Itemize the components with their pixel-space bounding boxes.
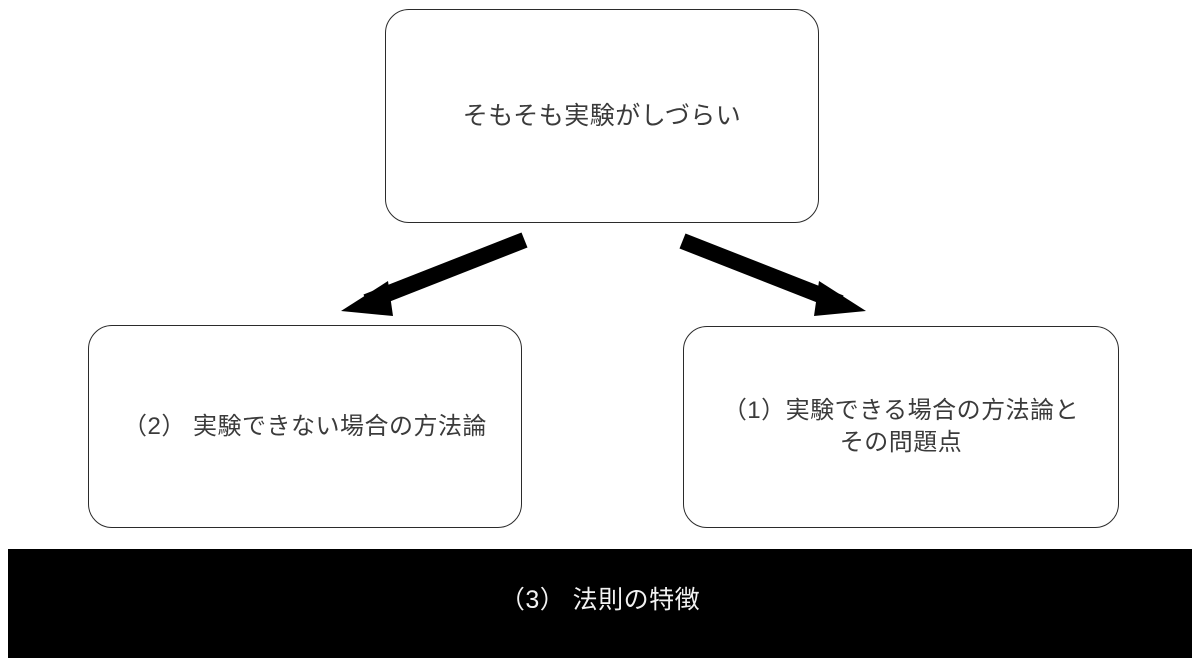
arrow-to-left-node-icon [341,232,528,316]
banner-label: （3） 法則の特徴 [499,585,701,614]
node-right-method-with-experiment[interactable]: （1）実験できる場合の方法論と その問題点 [683,326,1119,528]
arrow-to-right-node-icon [679,233,866,316]
node-top-premise[interactable]: そもそも実験がしづらい [385,9,819,223]
node-top-premise-label: そもそも実験がしづらい [462,102,742,130]
banner-law-characteristics[interactable]: （3） 法則の特徴 [8,549,1192,658]
node-right-label: （1）実験できる場合の方法論と その問題点 [722,397,1080,456]
node-left-label: （2） 実験できない場合の方法論 [122,412,487,440]
node-left-method-without-experiment[interactable]: （2） 実験できない場合の方法論 [88,325,522,528]
